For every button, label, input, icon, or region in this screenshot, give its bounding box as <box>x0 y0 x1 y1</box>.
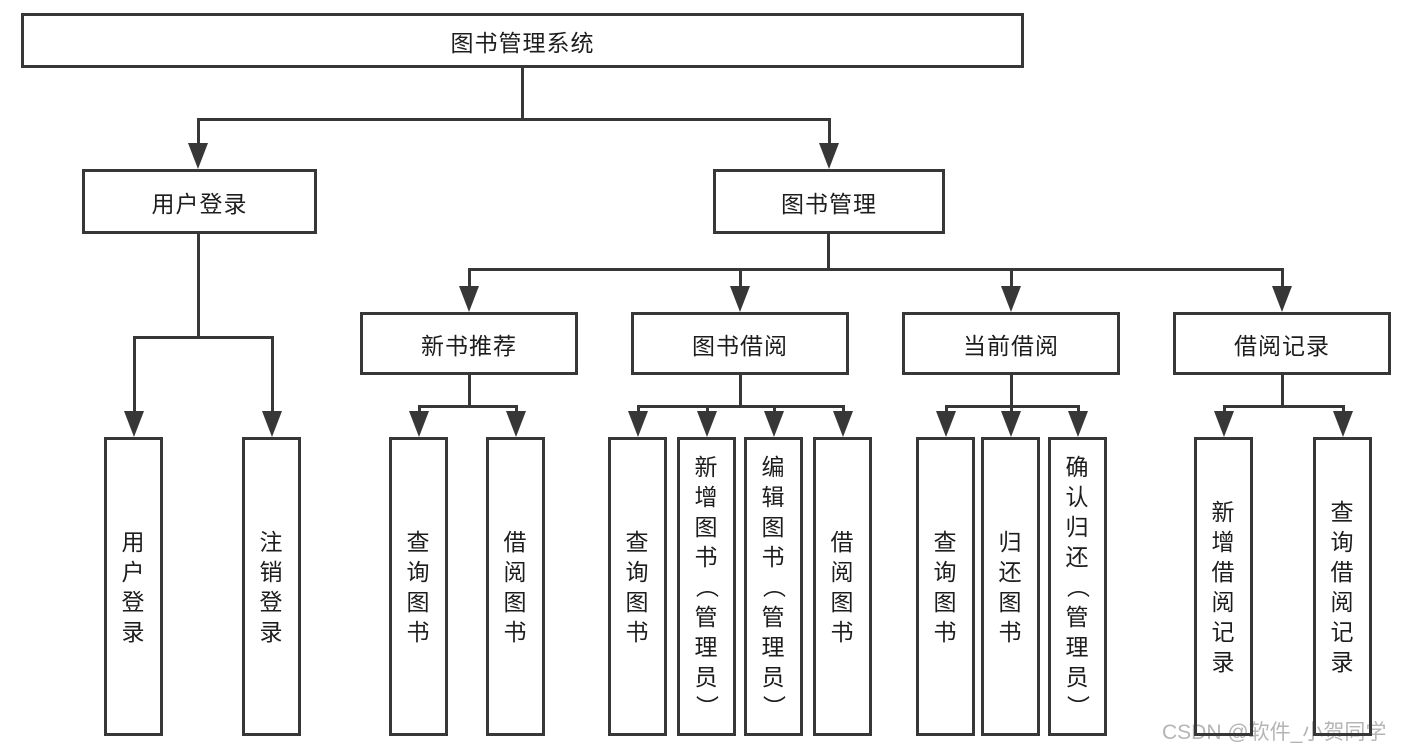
leaf-query-books-2: 查询图书 <box>608 437 667 736</box>
leaf-borrow-books-1-label: 借阅图书 <box>503 528 528 645</box>
leaf-borrow-books-2: 借阅图书 <box>813 437 872 736</box>
watermark: CSDN @软件_小贺同学 <box>1162 721 1387 744</box>
connector-new-book-trunk <box>468 372 471 407</box>
connector-drop-borrow-records <box>1281 268 1284 290</box>
connector-drop-book-management <box>828 118 831 145</box>
connector-root-trunk <box>521 66 524 120</box>
connector-drop-leaf-2 <box>418 405 421 414</box>
connector-drop-leaf-4 <box>637 405 640 414</box>
node-book-borrow: 图书借阅 <box>631 312 849 375</box>
leaf-confirm-return-admin-label: 确认归还（管理员） <box>1064 453 1091 719</box>
node-new-book-recommend: 新书推荐 <box>360 312 578 375</box>
connector-root-hline <box>197 118 831 121</box>
arrow-down-icon-leaf-logout <box>262 411 282 437</box>
leaf-logout-label: 注销登录 <box>259 528 284 645</box>
leaf-edit-book-admin: 编辑图书（管理员） <box>744 437 803 736</box>
connector-drop-leaf-12 <box>1342 405 1345 414</box>
leaf-user-login-label: 用户登录 <box>121 528 146 645</box>
connector-level3-hline <box>468 268 1284 271</box>
node-user-login: 用户登录 <box>82 169 317 234</box>
connector-borrow-records-hline <box>1223 405 1345 408</box>
connector-drop-leaf-7 <box>842 405 845 414</box>
connector-drop-leaf-5 <box>706 405 709 414</box>
connector-user-login-trunk <box>197 231 200 338</box>
connector-new-book-hline <box>418 405 518 408</box>
node-borrow-records-label: 借阅记录 <box>1234 332 1330 359</box>
node-new-book-recommend-label: 新书推荐 <box>421 332 517 359</box>
leaf-query-books-1-label: 查询图书 <box>406 528 431 645</box>
leaf-return-book: 归还图书 <box>981 437 1040 736</box>
leaf-add-borrow-record: 新增借阅记录 <box>1194 437 1253 736</box>
leaf-return-book-label: 归还图书 <box>998 528 1023 645</box>
node-borrow-records: 借阅记录 <box>1173 312 1391 375</box>
node-book-borrow-label: 图书借阅 <box>692 332 788 359</box>
leaf-query-borrow-record-label: 查询借阅记录 <box>1330 498 1355 675</box>
connector-book-management-trunk <box>827 231 830 270</box>
connector-drop-leaf-3 <box>515 405 518 414</box>
leaf-add-book-admin-label: 新增图书（管理员） <box>693 453 720 719</box>
connector-drop-leaf-10 <box>1077 405 1080 414</box>
connector-drop-current-borrow <box>1010 268 1013 290</box>
leaf-add-borrow-record-label: 新增借阅记录 <box>1211 498 1236 675</box>
arrow-down-icon-user-login <box>188 143 208 169</box>
node-current-borrow: 当前借阅 <box>902 312 1120 375</box>
arrow-down-icon-leaf-2 <box>409 411 429 437</box>
arrow-down-icon-leaf-4 <box>628 411 648 437</box>
leaf-query-borrow-record: 查询借阅记录 <box>1313 437 1372 736</box>
leaf-query-books-3: 查询图书 <box>916 437 975 736</box>
leaf-query-books-2-label: 查询图书 <box>625 528 650 645</box>
arrow-down-icon-leaf-6 <box>764 411 784 437</box>
leaf-query-books-1: 查询图书 <box>389 437 448 736</box>
arrow-down-icon-book-management <box>819 143 839 169</box>
connector-drop-leaf-9 <box>1010 405 1013 414</box>
arrow-down-icon-borrow-records <box>1272 286 1292 312</box>
leaf-edit-book-admin-label: 编辑图书（管理员） <box>760 453 787 719</box>
connector-drop-book-borrow <box>739 268 742 290</box>
connector-current-borrow-trunk <box>1010 372 1013 407</box>
leaf-confirm-return-admin: 确认归还（管理员） <box>1048 437 1107 736</box>
connector-book-borrow-hline <box>637 405 845 408</box>
connector-drop-user-login <box>197 118 200 145</box>
node-root: 图书管理系统 <box>21 13 1024 68</box>
arrow-down-icon-leaf-5 <box>697 411 717 437</box>
connector-drop-new-book <box>468 268 471 290</box>
arrow-down-icon-leaf-11 <box>1214 411 1234 437</box>
arrow-down-icon-leaf-10 <box>1068 411 1088 437</box>
connector-drop-leaf-8 <box>945 405 948 414</box>
arrow-down-icon-leaf-9 <box>1001 411 1021 437</box>
node-book-management: 图书管理 <box>713 169 945 234</box>
arrow-down-icon-book-borrow <box>730 286 750 312</box>
leaf-add-book-admin: 新增图书（管理员） <box>677 437 736 736</box>
node-root-label: 图书管理系统 <box>450 29 595 56</box>
leaf-borrow-books-2-label: 借阅图书 <box>830 528 855 645</box>
arrow-down-icon-current-borrow <box>1001 286 1021 312</box>
leaf-borrow-books-1: 借阅图书 <box>486 437 545 736</box>
arrow-down-icon-leaf-3 <box>506 411 526 437</box>
connector-book-borrow-trunk <box>739 372 742 407</box>
arrow-down-icon-leaf-7 <box>833 411 853 437</box>
leaf-logout: 注销登录 <box>242 437 301 736</box>
leaf-query-books-3-label: 查询图书 <box>933 528 958 645</box>
connector-drop-leaf-user-login <box>133 336 136 413</box>
arrow-down-icon-leaf-user-login <box>124 411 144 437</box>
connector-drop-leaf-logout <box>271 336 274 413</box>
connector-borrow-records-trunk <box>1281 372 1284 407</box>
node-book-management-label: 图书管理 <box>781 190 877 217</box>
connector-drop-leaf-6 <box>773 405 776 414</box>
node-current-borrow-label: 当前借阅 <box>963 332 1059 359</box>
arrow-down-icon-leaf-8 <box>936 411 956 437</box>
arrow-down-icon-leaf-12 <box>1333 411 1353 437</box>
connector-user-login-hline <box>133 336 274 339</box>
arrow-down-icon-new-book <box>459 286 479 312</box>
connector-drop-leaf-11 <box>1223 405 1226 414</box>
node-user-login-label: 用户登录 <box>151 190 248 217</box>
leaf-user-login: 用户登录 <box>104 437 163 736</box>
